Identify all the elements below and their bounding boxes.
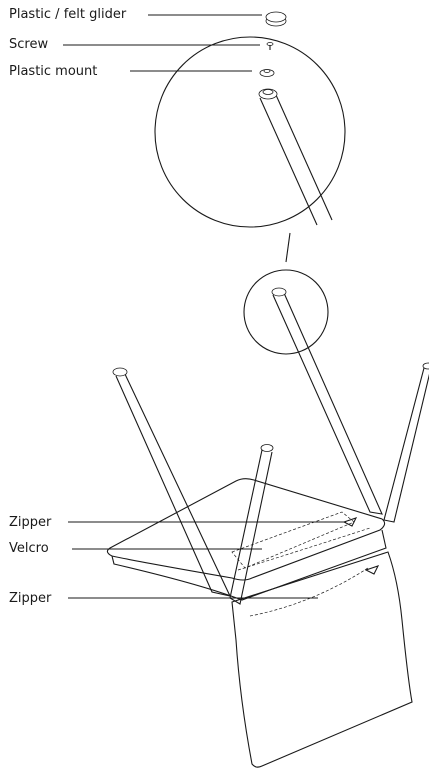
zipper-opening [231,511,355,569]
label-zipper-bottom: Zipper [9,591,52,606]
label-plastic-felt-glider: Plastic / felt glider [9,7,127,22]
zipper-back [249,567,369,617]
leg-center [229,444,274,605]
backrest [231,551,413,768]
plastic-mount-icon [259,69,275,77]
zipper-pull-icon [364,565,380,575]
velcro-strip [237,527,371,571]
leg-right [383,362,429,523]
label-velcro: Velcro [9,541,49,556]
magnified-detail-circle [154,36,346,228]
leg-left [112,367,231,597]
leg-detail-circle [243,269,329,355]
magnified-leg-end [258,88,333,226]
seat-bottom-edge [111,529,387,601]
label-zipper-top: Zipper [9,515,52,530]
screw-icon [266,42,274,50]
detail-connector-line [285,232,291,263]
zipper-pull-top-icon [342,517,358,527]
label-plastic-mount: Plastic mount [9,64,98,79]
leg-detail-ring [271,287,383,515]
label-screw: Screw [9,37,49,52]
seat-top [106,478,386,581]
glider-icon [265,11,287,27]
